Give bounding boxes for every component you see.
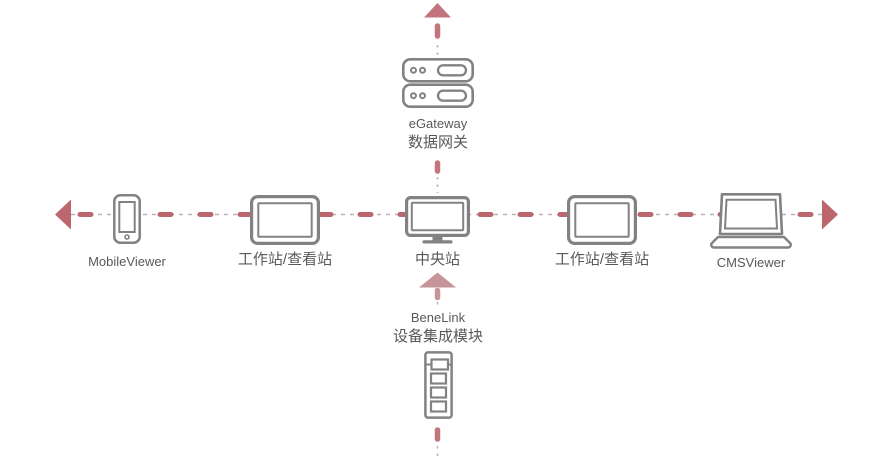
node-central-station: 中央站: [377, 196, 498, 269]
egateway-label-en: eGateway: [408, 116, 468, 131]
right-arrow-icon: [822, 199, 838, 230]
node-workstation-left: 工作站/查看站: [225, 195, 345, 269]
workstation-left-label: 工作站/查看站: [237, 251, 333, 268]
egateway-label-zh: 数据网关: [407, 134, 468, 151]
node-cmsviewer: CMSViewer: [691, 193, 811, 272]
benelink-label-zh: 设备集成模块: [392, 328, 483, 345]
monitor-icon: [567, 195, 637, 245]
node-workstation-right: 工作站/查看站: [542, 195, 662, 269]
node-egateway: eGateway 数据网关: [378, 58, 498, 152]
server-icon: [402, 58, 474, 108]
monitor-icon: [250, 195, 320, 245]
cmsviewer-label: CMSViewer: [716, 255, 786, 270]
left-arrow-icon: [55, 199, 71, 230]
up-arrow-top-icon: [424, 3, 451, 18]
central-station-label: 中央站: [414, 251, 460, 268]
smartphone-icon: [113, 194, 141, 244]
workstation-right-label: 工作站/查看站: [554, 251, 650, 268]
benelink-label-en: BeneLink: [410, 310, 466, 325]
node-mobileviewer: MobileViewer: [67, 194, 187, 271]
up-arrow-central-icon: [419, 272, 456, 288]
laptop-icon: [710, 193, 792, 249]
mobileviewer-label: MobileViewer: [88, 254, 166, 269]
node-benelink: BeneLink 设备集成模块: [378, 308, 498, 419]
monitor-stand-icon: [405, 196, 470, 244]
module-icon: [423, 351, 453, 419]
